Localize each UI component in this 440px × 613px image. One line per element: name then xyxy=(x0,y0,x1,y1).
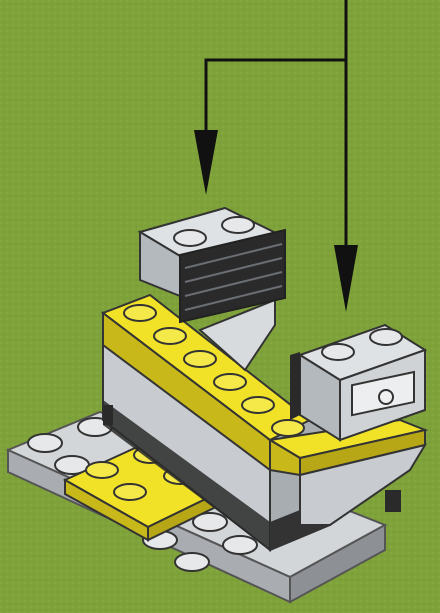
stern-knob xyxy=(379,390,393,404)
